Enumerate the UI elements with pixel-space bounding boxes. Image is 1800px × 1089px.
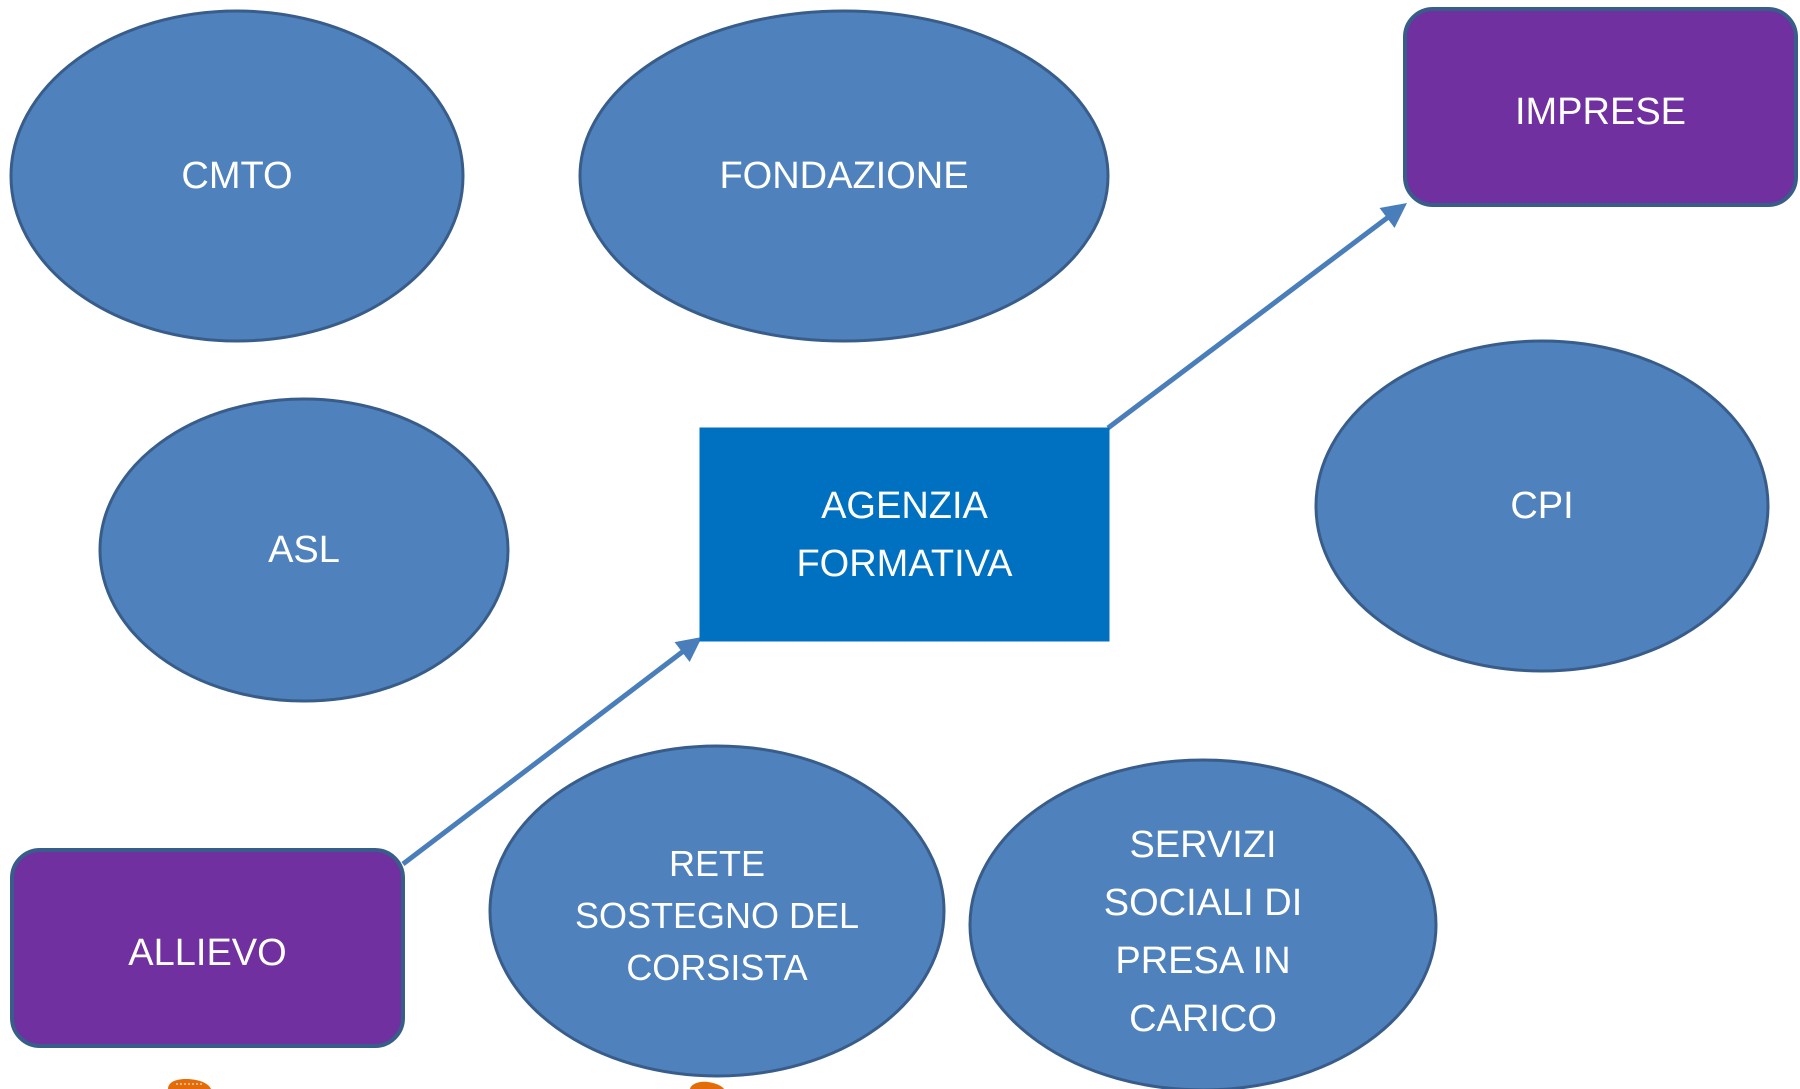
node-servizi-shape[interactable]: [968, 758, 1438, 1089]
node-asl-shape[interactable]: [98, 397, 510, 703]
node-cmto-shape[interactable]: [9, 9, 465, 343]
node-rete-shape[interactable]: [488, 744, 946, 1078]
decor-figure-right: [690, 1081, 724, 1089]
node-imprese-shape[interactable]: [1403, 7, 1798, 207]
connector-allievo-agenzia: [401, 636, 702, 866]
node-cpi-shape[interactable]: [1314, 339, 1770, 673]
node-agenzia-shape[interactable]: [699, 427, 1110, 642]
node-allievo-shape[interactable]: [10, 848, 405, 1048]
connector-agenzia-imprese: [1106, 202, 1407, 430]
decor-figure-left: [168, 1079, 211, 1089]
node-fondazione-shape[interactable]: [578, 9, 1110, 343]
